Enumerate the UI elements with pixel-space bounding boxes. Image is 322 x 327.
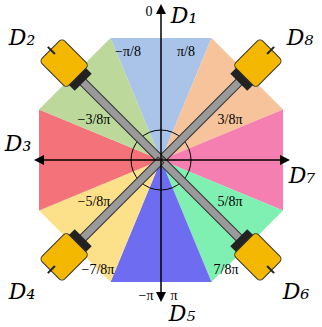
angle-label: π/8 [177, 45, 195, 59]
detector-label: D₄ [9, 281, 35, 303]
angle-label: π [170, 289, 177, 303]
angle-label: 5/8π [218, 195, 243, 209]
angle-label: 0 [146, 5, 153, 19]
detector-label: D₆ [283, 281, 309, 303]
angle-label: 7/8π [214, 263, 239, 277]
detector-label: D₈ [287, 27, 313, 49]
angle-label: 3/8π [218, 113, 243, 127]
angle-label: −7/8π [82, 263, 115, 277]
angle-label: −5/8π [78, 195, 111, 209]
detector-label: D₇ [289, 165, 315, 187]
detector-label: D₃ [5, 133, 31, 155]
detector-label: D₂ [9, 27, 35, 49]
angle-label: −3/8π [78, 113, 111, 127]
detector-label: D₁ [171, 5, 197, 27]
angle-label: −π/8 [115, 45, 141, 59]
axes [36, 6, 288, 300]
detector-label: D₅ [169, 303, 195, 325]
angle-label: −π [139, 289, 154, 303]
